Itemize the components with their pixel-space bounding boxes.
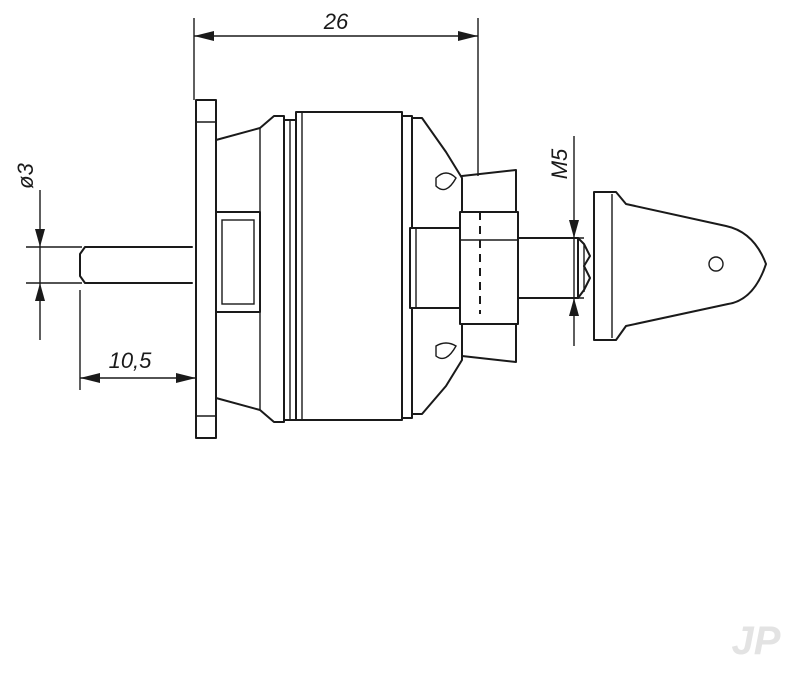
dimension-thread-label: M5 [547, 148, 572, 179]
dimension-shaft-extension: 10,5 [79, 290, 196, 390]
dimension-thread: M5 [547, 136, 584, 346]
dimension-shaft-diameter: ø3 [13, 162, 82, 340]
rear-bearing-housing [215, 211, 261, 313]
front-shaft [517, 237, 579, 299]
prop-adapter-collet [459, 169, 519, 363]
watermark-logo: JP [732, 619, 781, 663]
rear-shaft [79, 246, 193, 284]
rotor-can [295, 111, 403, 421]
front-bearing-housing [409, 227, 461, 309]
dimension-overall-length-label: 26 [323, 9, 349, 34]
dimension-shaft-extension-label: 10,5 [109, 348, 153, 373]
dimension-overall-length: 26 [193, 9, 479, 176]
stator-ring [283, 119, 297, 421]
mounting-flange [195, 99, 217, 439]
prop-nut [593, 191, 767, 341]
dimension-shaft-diameter-label: ø3 [13, 162, 38, 188]
thread-section [577, 237, 591, 299]
